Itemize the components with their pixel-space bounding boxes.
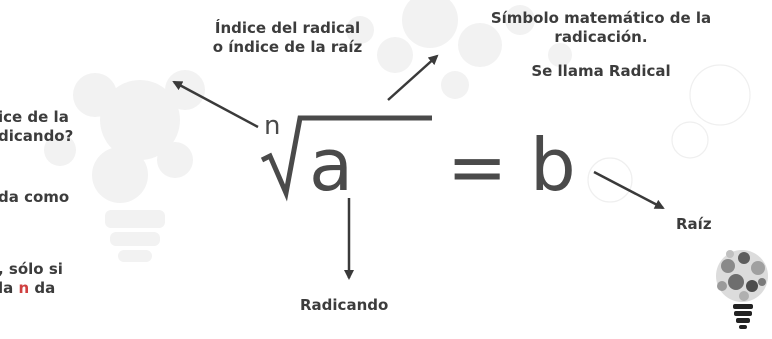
symbol-label-line-2: radicación. (554, 28, 648, 46)
left-text-line-1: ice de la (0, 108, 69, 126)
formula-radicand: a (309, 123, 353, 207)
symbol-label: Símbolo matemático de la radicación. Se … (456, 9, 746, 81)
symbol-arrow (387, 54, 439, 101)
root-label: Raíz (676, 215, 712, 233)
radical-symbol (260, 115, 432, 202)
left-text-line-5-start: la (0, 279, 19, 297)
index-label: Índice del radical o índice de la raíz (185, 19, 390, 57)
left-text-line-5: la n da (0, 279, 55, 298)
left-text-line-2: dicando? (0, 127, 74, 145)
symbol-label-line-1: Símbolo matemático de la (490, 9, 712, 27)
symbol-name: Se llama Radical (531, 62, 671, 80)
formula-index: n (264, 111, 280, 141)
index-label-line-1: Índice del radical (214, 19, 361, 37)
left-text-line-4: , sólo si (0, 260, 63, 278)
formula-result: b (530, 123, 576, 207)
formula-equals: = (447, 125, 507, 209)
root-arrow (593, 170, 665, 210)
radicand-label: Radicando (300, 296, 389, 314)
colorful-lightbulb-icon (716, 250, 768, 329)
left-text-line-3: da como (0, 188, 70, 206)
left-text-line-5-end: da (29, 279, 56, 297)
n-highlight: n (18, 279, 30, 297)
index-label-line-2: o índice de la raíz (212, 38, 363, 56)
index-arrow (172, 80, 259, 129)
